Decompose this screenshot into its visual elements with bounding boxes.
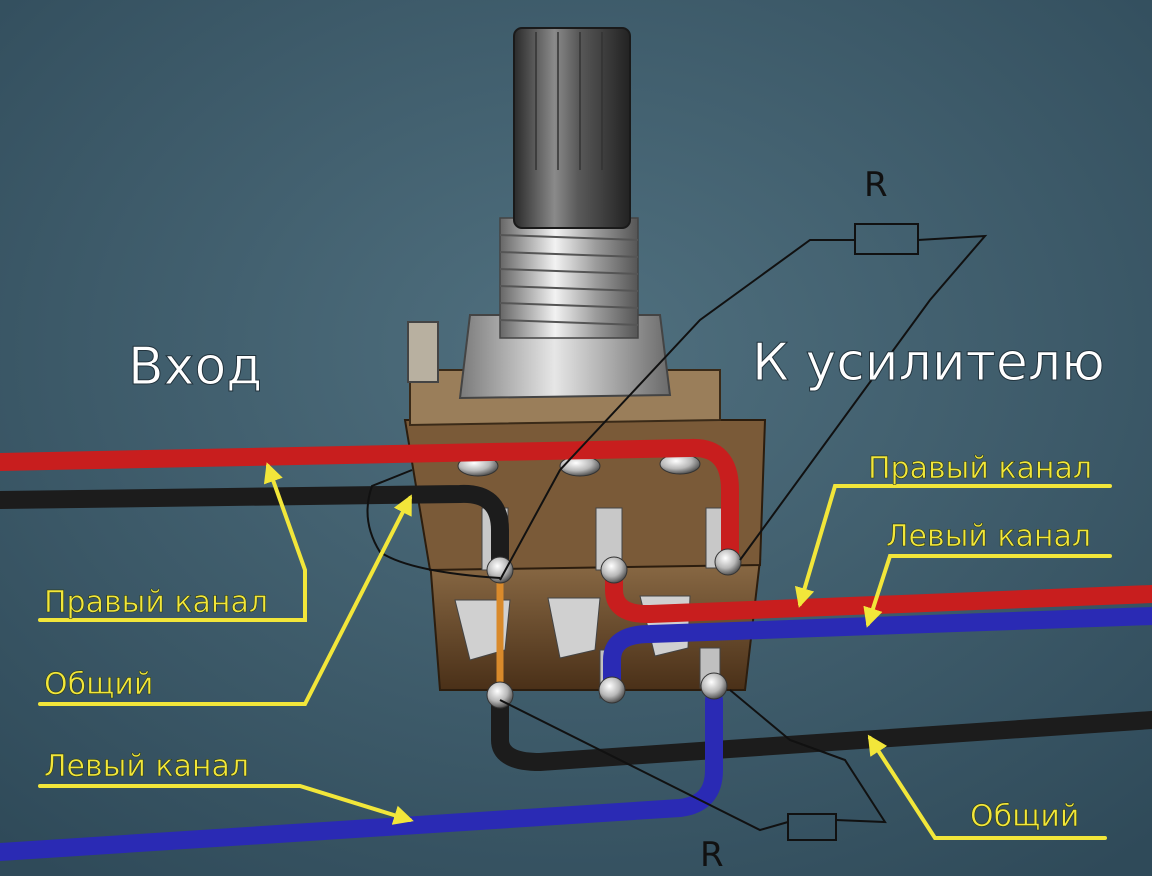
pot-tab: [407, 321, 439, 383]
label-left-right-channel: Правый канал: [44, 585, 268, 620]
label-left-left-channel: Левый канал: [44, 749, 249, 784]
hand-drawn-resistors: [366, 223, 988, 841]
resistor-top-label: R: [864, 165, 888, 205]
wire-red-input: [0, 438, 739, 569]
wire-black-output: [491, 696, 1152, 771]
pointer-right-left-channel: [863, 554, 1112, 628]
annotation-lines: [38, 462, 1112, 840]
solder-joints: [486, 548, 742, 709]
wire-red-output: [605, 561, 1152, 624]
label-right-common: Общий: [970, 799, 1079, 834]
resistor-bottom-body: [787, 813, 837, 841]
pot-shaft: [513, 27, 631, 229]
shaft-ribs: [535, 32, 603, 170]
pointer-left-common: [38, 494, 412, 706]
wire-blue-output: [603, 607, 1152, 699]
lower-terminal-1: [454, 599, 511, 661]
resistor-top-wire: [499, 234, 988, 581]
label-right-right-channel: Правый канал: [868, 451, 1092, 486]
amplifier-title: К усилителю: [752, 333, 1105, 393]
pointer-right-right-channel: [794, 484, 1112, 608]
lower-terminal-2: [547, 597, 601, 659]
wires: [0, 438, 1152, 861]
wire-black-input: [0, 484, 509, 574]
resistor-common-loop: [366, 469, 501, 579]
thread-lines: [499, 234, 639, 326]
pointer-right-common: [867, 734, 1107, 840]
input-title: Вход: [128, 337, 262, 397]
pointer-left-right-channel: [38, 462, 307, 622]
wire-blue-input: [0, 691, 723, 861]
resistor-bottom-wire: [499, 689, 887, 832]
label-right-left-channel: Левый канал: [886, 519, 1091, 554]
resistor-top-body: [854, 223, 919, 255]
resistor-bottom-label: R: [700, 835, 724, 875]
pointer-left-left-channel: [38, 784, 414, 825]
label-left-common: Общий: [44, 667, 153, 702]
